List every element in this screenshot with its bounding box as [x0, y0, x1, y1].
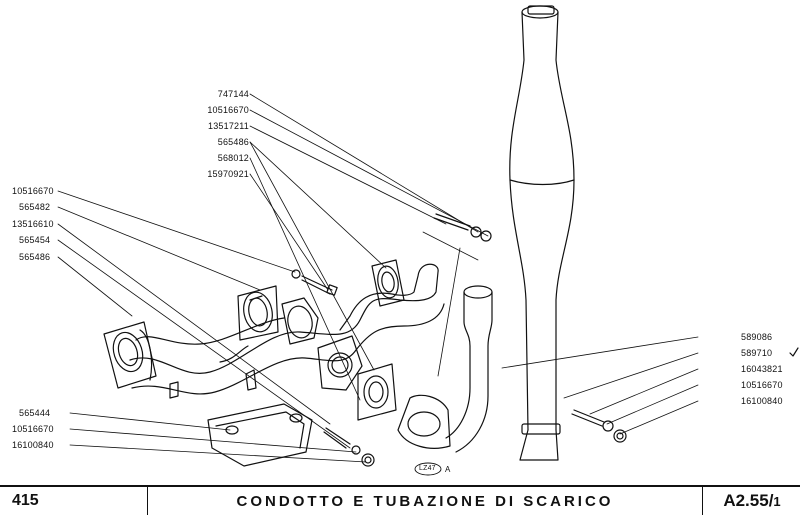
callout-13516610: 13516610	[12, 219, 54, 229]
callout-16100840-lower: 16100840	[12, 440, 54, 450]
stamp-letter: A	[445, 465, 451, 474]
callout-565482: 565482	[19, 202, 51, 212]
check-mark-icon	[789, 347, 799, 357]
flange-gasket	[357, 363, 397, 421]
stamp-box	[414, 462, 442, 476]
callout-10516670-left: 10516670	[12, 186, 54, 196]
reference-main: A2.55/	[723, 491, 774, 510]
callout-565486-upper: 565486	[217, 137, 249, 147]
callout-10516670-upper: 10516670	[207, 105, 249, 115]
callout-10516670-right: 10516670	[741, 380, 783, 390]
stamp-code: LZ47	[419, 465, 436, 472]
callout-565454: 565454	[19, 235, 51, 245]
callout-568012: 568012	[217, 153, 249, 163]
callout-747144: 747144	[217, 89, 249, 99]
callout-565444: 565444	[19, 408, 51, 418]
reference-code: A2.55/1	[702, 487, 800, 515]
reference-sub: 1	[773, 493, 781, 509]
page-title: CONDOTTO E TUBAZIONE DI SCARICO	[236, 492, 614, 510]
leader-lines	[57, 93, 699, 463]
bolts-nuts	[291, 213, 627, 467]
page-number: 415	[0, 487, 148, 515]
footer-bar: 415 CONDOTTO E TUBAZIONE DI SCARICO A2.5…	[0, 485, 800, 515]
tail-pipe	[509, 5, 575, 461]
callout-13517211: 13517211	[208, 121, 249, 131]
heat-shield	[207, 403, 313, 467]
callout-589086: 589086	[741, 332, 773, 342]
elbow-pipe	[397, 285, 493, 453]
callout-16043821: 16043821	[741, 364, 783, 374]
callout-16100840-right: 16100840	[741, 396, 783, 406]
callout-15970921: 15970921	[207, 169, 249, 179]
callout-589710: 589710	[741, 348, 773, 358]
callout-565486-left: 565486	[19, 252, 51, 262]
exhaust-manifold	[103, 259, 445, 399]
callout-10516670-lower: 10516670	[12, 424, 54, 434]
